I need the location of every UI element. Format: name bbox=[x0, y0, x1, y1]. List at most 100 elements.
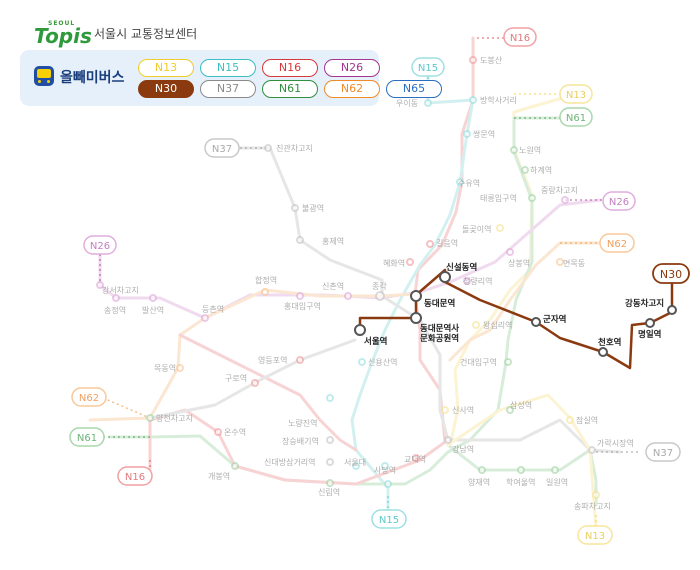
route-tag[interactable]: N13 bbox=[566, 90, 586, 101]
station-marker-sinseol[interactable] bbox=[439, 271, 451, 283]
station-label: 하계역 bbox=[530, 165, 552, 175]
highlight-label: 천호역 bbox=[598, 337, 621, 348]
station-label: 교대역 bbox=[404, 454, 426, 464]
highlight-label: 문화공원역 bbox=[420, 333, 459, 344]
station-label: 신용산역 bbox=[368, 357, 397, 367]
background-routes bbox=[88, 36, 622, 532]
station-label: 발산역 bbox=[142, 305, 164, 315]
route-tags: N16 N15 N13 N61 N37 N26 N26 N62 N30 N62 … bbox=[69, 27, 690, 545]
legend-chip-n30[interactable]: N30 bbox=[138, 80, 194, 98]
station-label: 송파차고지 bbox=[574, 502, 611, 511]
highlight-labels: 서울역 동대문역 신설동역 동대문역사 문화공원역 군자역 천호역 명일역 강동… bbox=[364, 262, 664, 348]
route-line-n16-north bbox=[413, 36, 475, 444]
station-label: 신사역 bbox=[452, 405, 474, 415]
route-line-n30 bbox=[358, 268, 674, 370]
station-marker-dongdaemun[interactable] bbox=[410, 290, 422, 302]
station-label: 쌍문역 bbox=[473, 129, 495, 139]
tag-connectors bbox=[99, 37, 640, 528]
route-line-n37 bbox=[228, 146, 622, 454]
station-label: 구로역 bbox=[225, 373, 247, 383]
highlight-label: 신설동역 bbox=[446, 262, 477, 273]
topis-logo[interactable]: SEOUL Topis bbox=[34, 20, 92, 46]
station-label: 합정역 bbox=[255, 275, 277, 285]
highlight-stations bbox=[354, 271, 677, 357]
station-label: 방학사거리 bbox=[480, 95, 517, 105]
route-tag[interactable]: N16 bbox=[510, 33, 530, 44]
station-label: 목동역 bbox=[154, 363, 176, 373]
background-stations bbox=[96, 56, 600, 499]
station-label: 종각 bbox=[372, 281, 387, 291]
logo-seoul-text: SEOUL bbox=[48, 20, 76, 27]
legend-chip-n26[interactable]: N26 bbox=[324, 59, 380, 77]
route-line-yeongdeungpo bbox=[178, 333, 358, 452]
station-label: 면목동 bbox=[563, 258, 585, 268]
logo-text: Topis bbox=[34, 24, 92, 48]
route-tag[interactable]: N13 bbox=[585, 531, 605, 542]
legend-chip-n65[interactable]: N65 bbox=[386, 80, 442, 98]
station-label: 돌곶이역 bbox=[462, 224, 491, 234]
route-line-south-east bbox=[446, 443, 598, 507]
station-marker-gangdong[interactable] bbox=[667, 305, 677, 315]
station-label: 신대방삼거리역 bbox=[264, 457, 316, 467]
station-label: 상봉역 bbox=[508, 258, 530, 268]
station-label: 혜화역 bbox=[383, 258, 405, 268]
route-tag[interactable]: N62 bbox=[79, 393, 99, 404]
station-label: 송정역 bbox=[104, 305, 126, 315]
route-tag[interactable]: N26 bbox=[90, 241, 110, 252]
highlight-label: 동대문역 bbox=[424, 298, 455, 309]
route-line-n15 bbox=[350, 68, 475, 517]
highlight-label: 강동차고지 bbox=[625, 298, 664, 309]
route-tag-n30[interactable]: N30 bbox=[660, 268, 682, 281]
station-label: 등촌역 bbox=[202, 304, 224, 314]
station-label: 노원역 bbox=[519, 145, 541, 155]
station-marker-gunja[interactable] bbox=[531, 317, 541, 327]
station-label: 태릉입구역 bbox=[480, 193, 517, 203]
station-label: 개봉역 bbox=[208, 471, 230, 481]
route-tag[interactable]: N37 bbox=[653, 448, 673, 459]
station-label: 신림역 bbox=[318, 487, 340, 497]
route-line-guro bbox=[148, 338, 357, 420]
route-tag[interactable]: N61 bbox=[77, 433, 97, 444]
station-label: 학여울역 bbox=[506, 477, 535, 487]
station-labels: 도봉산 우이동 방학사거리 쌍문역 노원역 하계역 수유역 태릉입구역 중랑차고… bbox=[102, 55, 634, 511]
route-tag[interactable]: N62 bbox=[607, 239, 627, 250]
station-label: 진관차고지 bbox=[276, 143, 313, 153]
route-tag[interactable]: N61 bbox=[566, 113, 586, 124]
station-label: 왕십리역 bbox=[483, 320, 512, 330]
route-tag[interactable]: N16 bbox=[125, 472, 145, 483]
station-label: 양재역 bbox=[468, 477, 490, 487]
legend-chip-n61[interactable]: N61 bbox=[262, 80, 318, 98]
station-label: 강서차고지 bbox=[102, 285, 139, 295]
station-label: 서울대 bbox=[344, 458, 366, 467]
route-tag[interactable]: N37 bbox=[212, 144, 232, 155]
route-tag[interactable]: N15 bbox=[418, 63, 438, 74]
legend-chip-n13[interactable]: N13 bbox=[138, 59, 194, 77]
station-label: 건대입구역 bbox=[460, 357, 497, 367]
highlight-label: 명일역 bbox=[638, 329, 661, 340]
station-label: 불광역 bbox=[302, 203, 324, 213]
highlight-label: 서울역 bbox=[364, 336, 387, 347]
legend-chip-n37[interactable]: N37 bbox=[200, 80, 256, 98]
station-marker-cheonho[interactable] bbox=[598, 347, 608, 357]
station-marker-seoul[interactable] bbox=[354, 324, 366, 336]
route-line-south-east-2 bbox=[446, 393, 598, 532]
station-label: 수유역 bbox=[458, 178, 480, 188]
station-label: 일원역 bbox=[546, 477, 568, 487]
route-tag[interactable]: N26 bbox=[609, 197, 629, 208]
header-title: 서울시 교통정보센터 bbox=[94, 26, 198, 41]
station-label: 영등포역 bbox=[258, 355, 287, 365]
header: SEOUL Topis 서울시 교통정보센터 bbox=[34, 18, 197, 48]
legend-chip-n15[interactable]: N15 bbox=[200, 59, 256, 77]
station-label: 청량리역 bbox=[463, 276, 492, 286]
legend-chip-n16[interactable]: N16 bbox=[262, 59, 318, 77]
station-label: 잠실역 bbox=[576, 415, 598, 425]
route-tag[interactable]: N15 bbox=[379, 515, 399, 526]
station-marker-myeongil[interactable] bbox=[645, 318, 655, 328]
bus-icon bbox=[34, 66, 54, 86]
legend-chip-n62[interactable]: N62 bbox=[324, 80, 380, 98]
station-label: 홍제역 bbox=[322, 236, 344, 246]
station-marker-ddp[interactable] bbox=[410, 312, 422, 324]
station-label: 가락시장역 bbox=[597, 438, 634, 448]
